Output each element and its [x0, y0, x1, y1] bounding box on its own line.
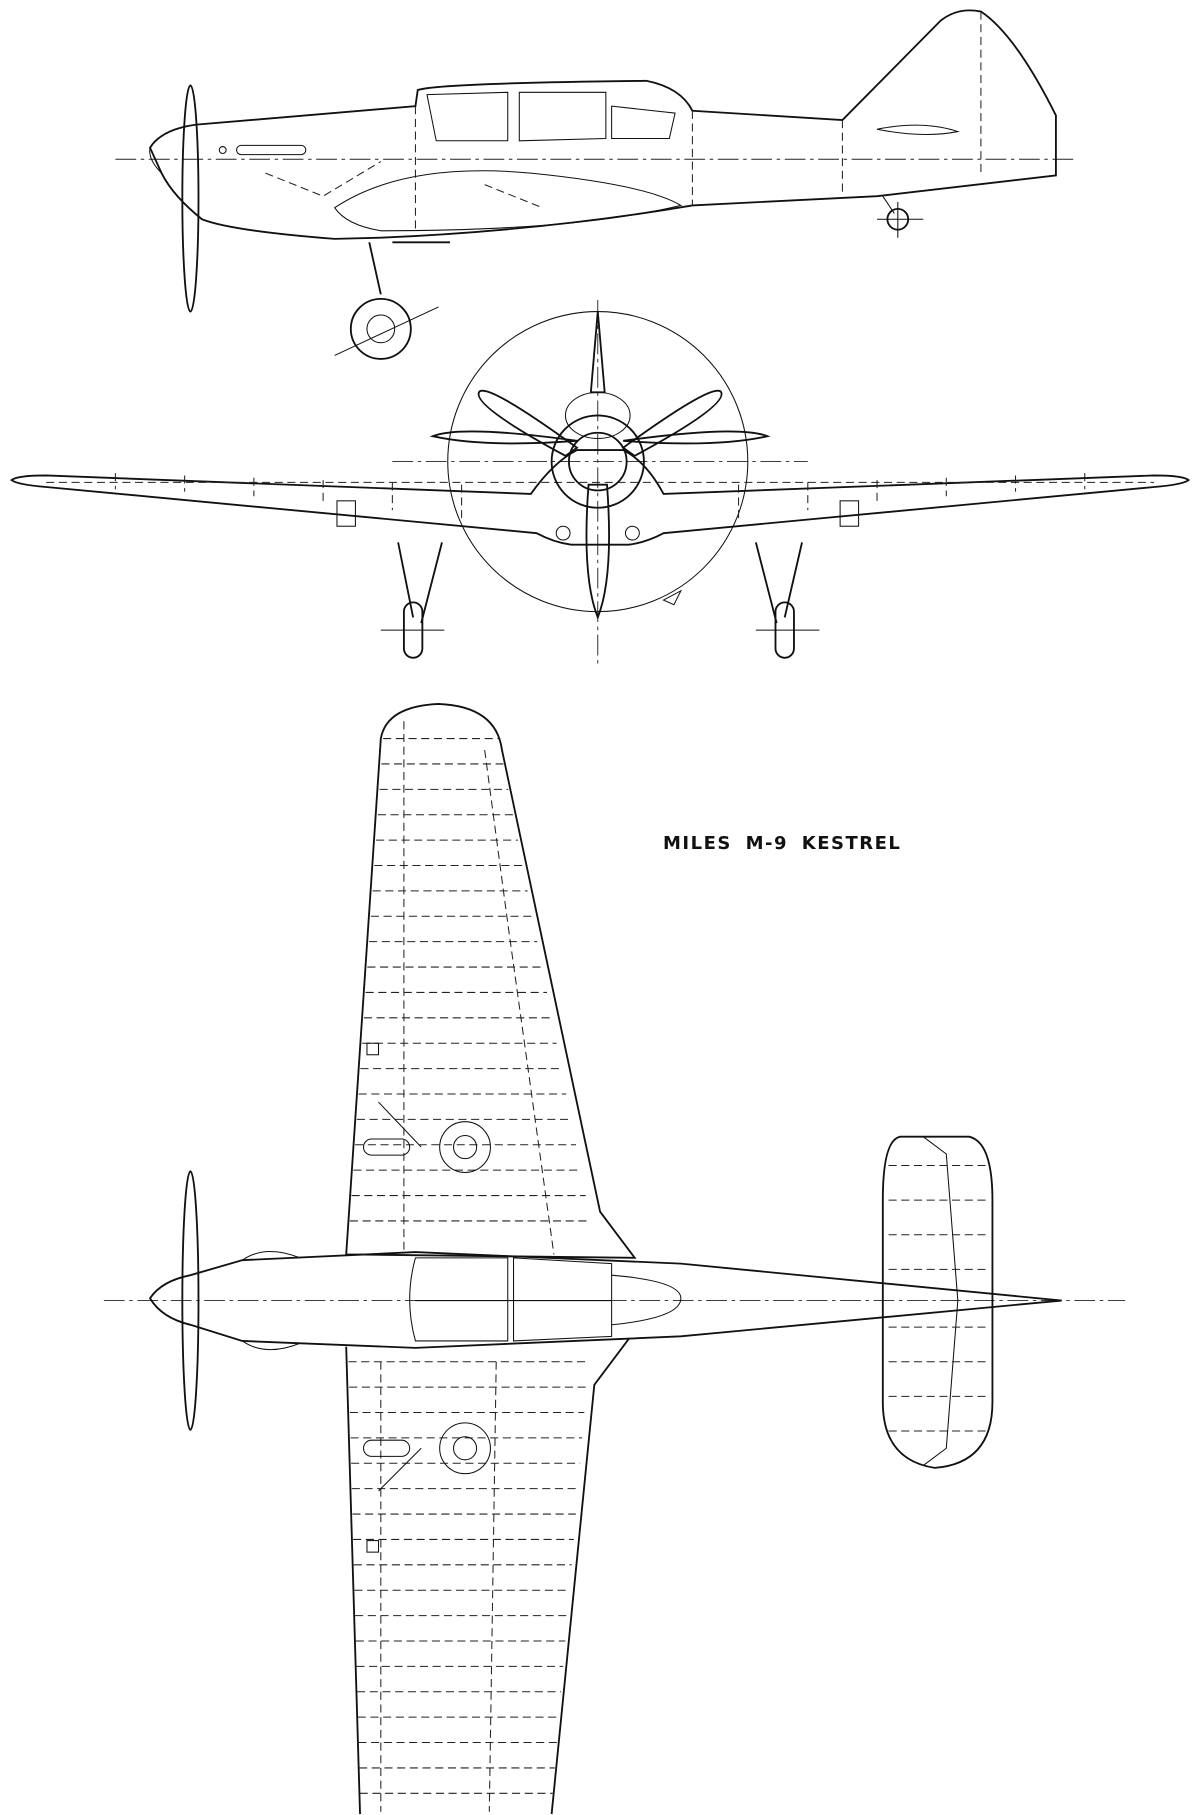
- plan-view: [103, 703, 1126, 1815]
- drawing-title: MILES M-9 KESTREL: [663, 833, 902, 854]
- front-view: [10, 300, 1191, 664]
- side-view: [115, 9, 1074, 360]
